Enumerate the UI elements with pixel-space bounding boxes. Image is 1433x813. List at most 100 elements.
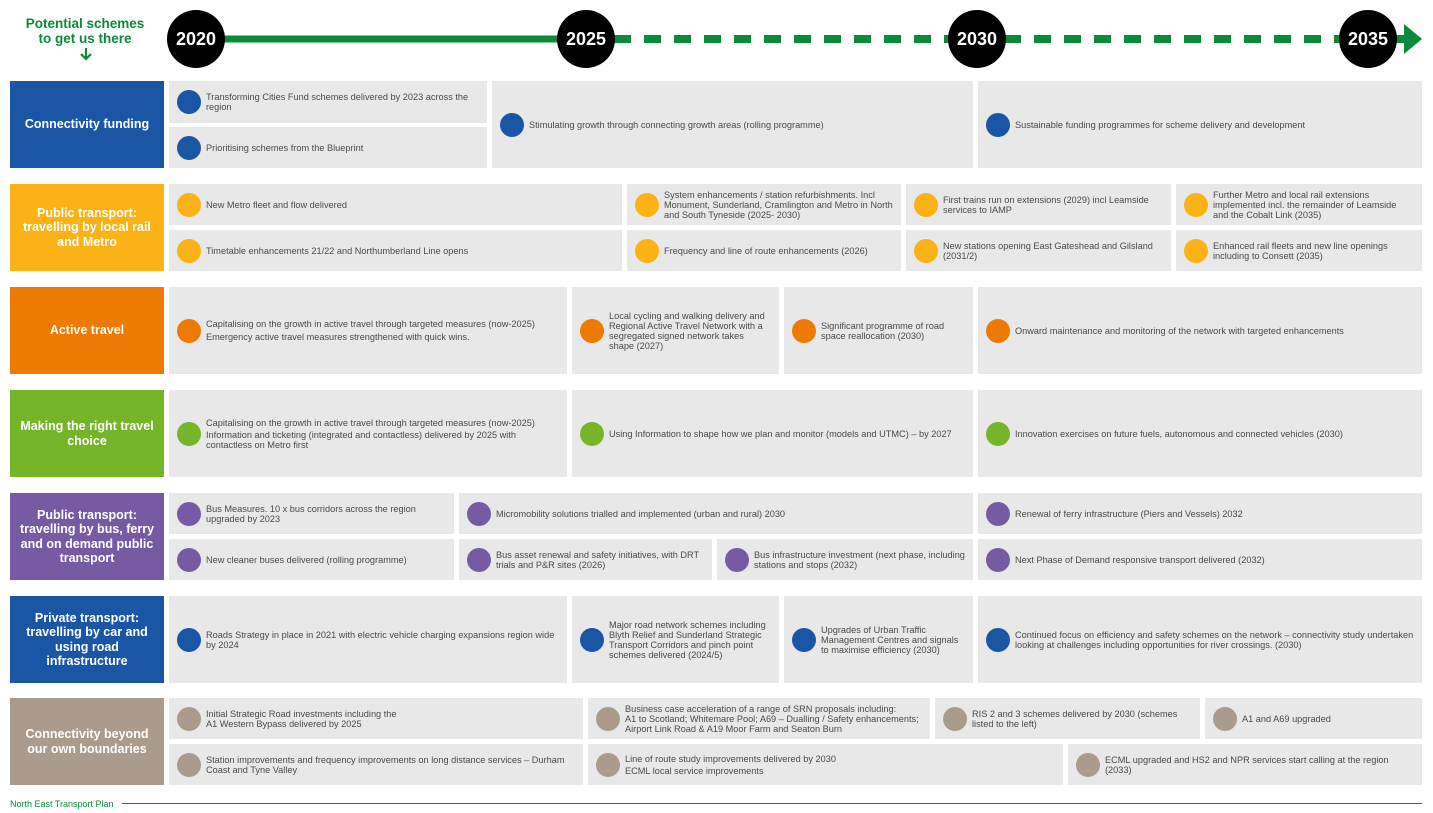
scheme-card: Onward maintenance and monitoring of the… xyxy=(978,287,1422,374)
scheme-card: Sustainable funding programmes for schem… xyxy=(978,81,1422,168)
scheme-card: System enhancements / station refurbishm… xyxy=(627,184,901,225)
scheme-card: Timetable enhancements 21/22 and Northum… xyxy=(169,230,622,271)
scheme-text: Capitalising on the growth in active tra… xyxy=(206,319,535,342)
scheme-text: RIS 2 and 3 schemes delivered by 2030 (s… xyxy=(972,708,1178,729)
row-label-public-transport-rail: Public transport: travelling by local ra… xyxy=(10,184,164,271)
scheme-card: Bus asset renewal and safety initiatives… xyxy=(459,539,712,580)
scheme-card: Significant programme of road space real… xyxy=(784,287,973,374)
circle-icon xyxy=(986,112,1010,137)
scheme-text: New Metro fleet and flow delivered xyxy=(206,199,347,210)
circle-icon xyxy=(596,706,620,731)
scheme-text: Next Phase of Demand responsive transpor… xyxy=(1015,554,1265,565)
footer-title: North East Transport Plan xyxy=(10,799,114,809)
circle-icon xyxy=(635,192,659,217)
scheme-card: Bus infrastructure investment (next phas… xyxy=(717,539,973,580)
scheme-card: Capitalising on the growth in active tra… xyxy=(169,287,567,374)
circle-icon xyxy=(177,501,201,526)
circle-icon xyxy=(177,421,201,446)
scheme-card: Roads Strategy in place in 2021 with ele… xyxy=(169,596,567,683)
scheme-card: Transforming Cities Fund schemes deliver… xyxy=(169,81,487,123)
year-2035: 2035 xyxy=(1339,10,1397,68)
header-label-line2: to get us there xyxy=(38,31,132,46)
scheme-text-line: Capitalising on the growth in active tra… xyxy=(206,319,535,329)
scheme-text: Renewal of ferry infrastructure (Piers a… xyxy=(1015,508,1243,519)
scheme-card: ECML upgraded and HS2 and NPR services s… xyxy=(1068,744,1422,785)
circle-icon xyxy=(986,501,1010,526)
circle-icon xyxy=(177,752,201,777)
scheme-text: Bus Measures. 10 x bus corridors across … xyxy=(206,503,416,524)
scheme-text: Bus asset renewal and safety initiatives… xyxy=(496,549,699,570)
row-label-active-travel: Active travel xyxy=(10,287,164,374)
scheme-text: Timetable enhancements 21/22 and Northum… xyxy=(206,245,469,256)
scheme-text: Initial Strategic Road investments inclu… xyxy=(206,709,397,729)
scheme-card: Line of route study improvements deliver… xyxy=(588,744,1063,785)
circle-icon xyxy=(792,318,816,343)
year-2025: 2025 xyxy=(557,10,615,68)
circle-icon xyxy=(177,192,201,217)
scheme-text: Station improvements and frequency impro… xyxy=(206,754,565,775)
scheme-card: Bus Measures. 10 x bus corridors across … xyxy=(169,493,454,534)
scheme-text-line: Airport Link Road & A19 Moor Farm and Se… xyxy=(625,723,843,734)
scheme-text-line: A1 Western Bypass delivered by 2025 xyxy=(206,718,362,729)
circle-icon xyxy=(467,547,491,572)
scheme-card: Business case acceleration of a range of… xyxy=(588,698,930,739)
circle-icon xyxy=(580,421,604,446)
circle-icon xyxy=(986,547,1010,572)
scheme-card: Station improvements and frequency impro… xyxy=(169,744,583,785)
scheme-text: Upgrades of Urban Traffic Management Cen… xyxy=(821,624,959,655)
header-label-line1: Potential schemes xyxy=(25,16,145,31)
circle-icon xyxy=(177,135,201,160)
scheme-text-line: Emergency active travel measures strengt… xyxy=(206,332,470,342)
scheme-text: Using Information to shape how we plan a… xyxy=(609,428,952,439)
circle-icon xyxy=(635,238,659,263)
scheme-text-line: Capitalising on the growth in active tra… xyxy=(206,417,535,428)
scheme-card: Next Phase of Demand responsive transpor… xyxy=(978,539,1422,580)
scheme-text: A1 and A69 upgraded xyxy=(1242,713,1331,724)
circle-icon xyxy=(943,706,967,731)
scheme-text: New stations opening East Gateshead and … xyxy=(943,240,1153,261)
scheme-card: Capitalising on the growth in active tra… xyxy=(169,390,567,477)
scheme-card: New cleaner buses delivered (rolling pro… xyxy=(169,539,454,580)
scheme-card: Renewal of ferry infrastructure (Piers a… xyxy=(978,493,1422,534)
scheme-text: Roads Strategy in place in 2021 with ele… xyxy=(206,629,555,650)
scheme-text: System enhancements / station refurbishm… xyxy=(664,189,893,220)
scheme-text: Micromobility solutions trialled and imp… xyxy=(496,508,786,519)
scheme-text: Further Metro and local rail extensions … xyxy=(1213,189,1397,220)
year-2020: 2020 xyxy=(167,10,225,68)
scheme-card: Continued focus on efficiency and safety… xyxy=(978,596,1422,683)
circle-icon xyxy=(500,112,524,137)
scheme-text: Bus infrastructure investment (next phas… xyxy=(754,549,965,570)
scheme-text: Frequency and line of route enhancements… xyxy=(664,245,868,256)
circle-icon xyxy=(986,421,1010,446)
scheme-card: Stimulating growth through connecting gr… xyxy=(492,81,973,168)
scheme-text: Business case acceleration of a range of… xyxy=(625,704,919,734)
scheme-text-line: Information and ticketing (integrated an… xyxy=(206,429,517,450)
scheme-text-line: Business case acceleration of a range of… xyxy=(625,703,897,714)
scheme-text-line: Line of route study improvements deliver… xyxy=(625,753,836,764)
scheme-card: Major road network schemes including Bly… xyxy=(572,596,779,683)
scheme-text: Sustainable funding programmes for schem… xyxy=(1015,119,1306,130)
scheme-text-line: ECML local service improvements xyxy=(625,765,764,776)
scheme-text: Major road network schemes including Bly… xyxy=(609,619,766,660)
scheme-card: Innovation exercises on future fuels, au… xyxy=(978,390,1422,477)
scheme-card: Further Metro and local rail extensions … xyxy=(1176,184,1422,225)
scheme-card: First trains run on extensions (2029) in… xyxy=(906,184,1171,225)
circle-icon xyxy=(1184,192,1208,217)
row-label-connectivity-funding: Connectivity funding xyxy=(10,81,164,168)
scheme-card: RIS 2 and 3 schemes delivered by 2030 (s… xyxy=(935,698,1200,739)
circle-icon xyxy=(580,627,604,652)
row-label-connectivity-beyond: Connectivity beyond our own boundaries xyxy=(10,698,164,785)
circle-icon xyxy=(986,318,1010,343)
scheme-card: New Metro fleet and flow delivered xyxy=(169,184,622,225)
header-label: Potential schemes to get us there xyxy=(14,16,156,46)
scheme-text: Continued focus on efficiency and safety… xyxy=(1015,629,1414,650)
circle-icon xyxy=(1213,706,1237,731)
row-label-travel-choice: Making the right travel choice xyxy=(10,390,164,477)
row-label-private-transport: Private transport: travelling by car and… xyxy=(10,596,164,683)
circle-icon xyxy=(177,318,201,343)
scheme-card: Enhanced rail fleets and new line openin… xyxy=(1176,230,1422,271)
scheme-card: Frequency and line of route enhancements… xyxy=(627,230,901,271)
scheme-text: Capitalising on the growth in active tra… xyxy=(206,418,559,450)
scheme-text-line: A1 to Scotland; Whitemare Pool; A69 – Du… xyxy=(625,713,919,724)
scheme-text: Innovation exercises on future fuels, au… xyxy=(1015,428,1343,439)
